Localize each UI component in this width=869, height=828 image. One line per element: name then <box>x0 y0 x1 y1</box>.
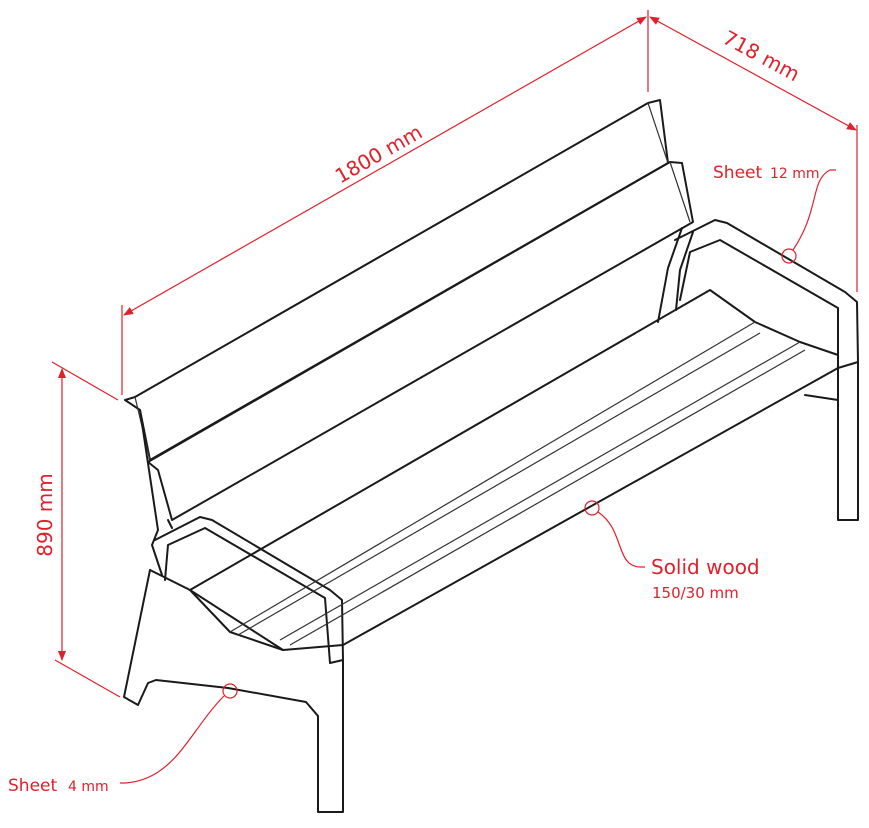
depth-label: 718 mm <box>719 25 804 86</box>
dimension-height: 890 mm <box>33 361 121 698</box>
callout-side: Sheet 4 mm <box>8 683 238 796</box>
callout-armrest: Sheet 12 mm <box>713 163 836 264</box>
callout-seat: Solid wood 150/30 mm <box>584 500 760 602</box>
dimension-length: 1800 mm <box>121 10 649 395</box>
armrest-callout-value: 12 mm <box>770 166 820 182</box>
armrest-callout-label: Sheet <box>713 163 762 183</box>
left-side-panel <box>123 569 344 813</box>
seat-callout-value: 150/30 mm <box>652 584 739 602</box>
side-callout-value: 4 mm <box>68 779 109 795</box>
backrest-lower-board <box>147 161 694 521</box>
right-leg <box>804 361 859 521</box>
seat-callout-label: Solid wood <box>651 555 760 579</box>
dimension-depth: 718 mm <box>649 16 858 292</box>
length-label: 1800 mm <box>331 120 426 189</box>
bench <box>123 99 859 813</box>
height-label: 890 mm <box>33 473 57 557</box>
side-callout-label: Sheet <box>8 776 57 796</box>
